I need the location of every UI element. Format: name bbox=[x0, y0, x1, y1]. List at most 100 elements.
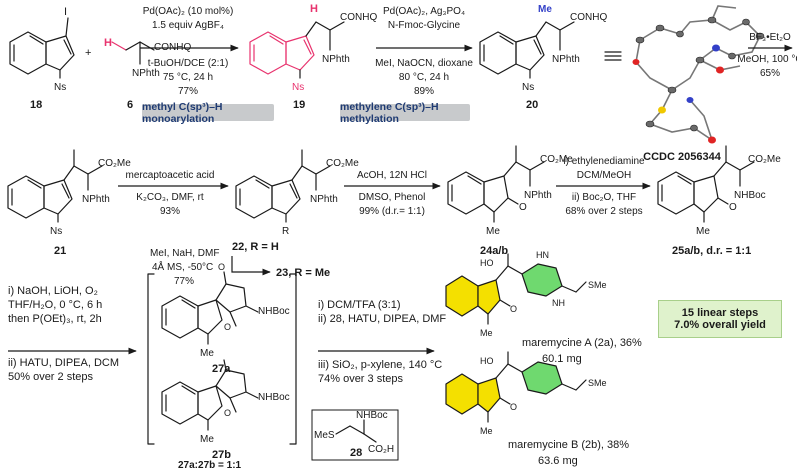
compound-24-structure: CO₂Me NPhth O Me 24a/b bbox=[447, 145, 573, 257]
me-label-20: Me bbox=[538, 4, 552, 15]
step4-line-2: K₂CO₃, DMF, rt bbox=[136, 192, 204, 203]
step9-line-2: ii) 28, HATU, DIPEA, DMF bbox=[318, 313, 447, 325]
ns-label: Ns bbox=[54, 82, 66, 93]
left-bracket bbox=[147, 273, 155, 445]
step8-line-2: THF/H₂O, 0 °C, 6 h bbox=[8, 299, 103, 311]
step7-line-4: 68% over 2 steps bbox=[565, 206, 642, 217]
o-label-25: O bbox=[729, 202, 737, 213]
compound-27a-structure: O NHBoc O Me 27a bbox=[161, 262, 290, 375]
compound-27a-label: 27a bbox=[212, 363, 231, 375]
step9-conditions: i) DCM/TFA (3:1) ii) 28, HATU, DIPEA, DM… bbox=[318, 298, 446, 326]
co2me-label-22: CO₂Me bbox=[326, 158, 359, 169]
o-label-27a: O bbox=[224, 322, 231, 332]
conhq-label-20: CONHQ bbox=[570, 12, 607, 23]
step4-line-3: 93% bbox=[160, 206, 180, 217]
step6-line-2: DMSO, Phenol bbox=[359, 192, 426, 203]
right-bracket bbox=[289, 273, 297, 445]
step1-line-2: 1.5 equiv AgBF₄ bbox=[152, 20, 224, 31]
compound-27b-label: 27b bbox=[212, 449, 231, 461]
step6-line-3: 99% (d.r.= 1:1) bbox=[359, 206, 425, 217]
ccdc-label: CCDC 2056344 bbox=[643, 151, 722, 163]
conhq-label-19: CONHQ bbox=[340, 12, 377, 23]
maremycine-b-label: maremycine B (2b), 38% bbox=[508, 439, 629, 451]
co2me-label-25: CO₂Me bbox=[748, 154, 781, 165]
step7-line-2: DCM/MeOH bbox=[577, 170, 631, 181]
me-label-b: Me bbox=[480, 426, 493, 436]
arrow-step-5 bbox=[231, 256, 271, 276]
compound-28-box bbox=[311, 409, 399, 461]
maremycine-a-structure: HO O HN NH SMe Me bbox=[445, 250, 607, 338]
nhboc-label-27a: NHBoc bbox=[258, 306, 290, 317]
me-label-24: Me bbox=[486, 226, 500, 237]
compound-20-structure: Me CONHQ NPhth Ns 20 bbox=[479, 4, 607, 111]
compound-22-structure: CO₂Me NPhth R bbox=[235, 149, 359, 237]
step9-conditions-b: iii) SiO₂, p-xylene, 140 °C 74% over 3 s… bbox=[318, 358, 442, 386]
step5-line-3: 77% bbox=[174, 276, 194, 287]
step2-highlight-label: methylene C(sp³)–H methylation bbox=[340, 101, 470, 125]
step5-line-1: MeI, NaH, DMF bbox=[150, 248, 219, 259]
summary-line-1: 15 linear steps bbox=[681, 307, 759, 319]
compound-18-structure: I Ns 18 bbox=[9, 6, 75, 111]
step9-line-1: i) DCM/TFA (3:1) bbox=[318, 299, 401, 311]
step2-line-4: 80 °C, 24 h bbox=[399, 72, 449, 83]
compound-19-label: 19 bbox=[293, 99, 305, 111]
co2h-label-28: CO₂H bbox=[368, 444, 394, 455]
step9-line-4: 74% over 3 steps bbox=[318, 373, 403, 385]
step2-line-5: 89% bbox=[414, 86, 434, 97]
nphth-label-6: NPhth bbox=[132, 68, 160, 79]
ho-label-b: HO bbox=[480, 356, 494, 366]
me-label-a: Me bbox=[480, 328, 493, 338]
step1-line-1: Pd(OAc)₂ (10 mol%) bbox=[143, 6, 234, 17]
step1-line-4: 75 °C, 24 h bbox=[163, 72, 213, 83]
r-label-22: R bbox=[282, 226, 289, 237]
ns-label-21: Ns bbox=[50, 226, 62, 237]
o-label-a: O bbox=[510, 304, 517, 314]
ns-label-20: Ns bbox=[522, 82, 534, 93]
me-label-27a: Me bbox=[200, 348, 214, 359]
h-label: H bbox=[104, 37, 112, 49]
maremycine-a-mass: 60.1 mg bbox=[542, 353, 582, 365]
me-label-25: Me bbox=[696, 226, 710, 237]
step4-line-1: mercaptoacetic acid bbox=[126, 170, 215, 181]
compound-27b-structure: NHBoc O Me 27b bbox=[161, 359, 290, 461]
step1-line-5: 77% bbox=[178, 86, 198, 97]
maremycine-b-structure: HO O SMe Me bbox=[445, 351, 607, 436]
step2-line-1: Pd(OAc)₂, Ag₃PO₄ bbox=[383, 6, 465, 17]
step7-line-1: i) ethylenediamine bbox=[563, 156, 645, 167]
step8-conditions: i) NaOH, LiOH, O₂ THF/H₂O, 0 °C, 6 h the… bbox=[8, 284, 102, 326]
compound-24-label: 24a/b bbox=[480, 245, 508, 257]
o-label-27b: O bbox=[224, 408, 231, 418]
compound-21-label: 21 bbox=[54, 245, 66, 257]
nhboc-label-28: NHBoc bbox=[356, 410, 388, 421]
compound-28-structure: MeS NHBoc CO₂H 28 bbox=[314, 410, 394, 459]
compound-21-structure: CO₂Me NPhth Ns 21 bbox=[7, 149, 131, 257]
me-label-27b: Me bbox=[200, 434, 214, 445]
ho-label-a: HO bbox=[480, 258, 494, 268]
step8-conditions-b: ii) HATU, DIPEA, DCM 50% over 2 steps bbox=[8, 356, 119, 384]
nphth-label-20: NPhth bbox=[552, 54, 580, 65]
step9-line-3: iii) SiO₂, p-xylene, 140 °C bbox=[318, 359, 443, 371]
o-label-b: O bbox=[510, 402, 517, 412]
compound-6-label: 6 bbox=[127, 99, 133, 111]
step8-line-3: then P(OEt)₃, rt, 2h bbox=[8, 313, 102, 325]
summary-line-2: 7.0% overall yield bbox=[674, 319, 766, 331]
equivalence-sign bbox=[604, 51, 622, 61]
step3-line-2: MeOH, 100 °C bbox=[737, 54, 797, 65]
step3-line-1: BF₃•Et₂O bbox=[749, 32, 791, 43]
sme-label-b: SMe bbox=[588, 378, 607, 388]
iodo-label: I bbox=[64, 6, 67, 18]
compound-25-structure: CO₂Me NHBoc O Me 25a/b, d.r. = 1:1 bbox=[657, 145, 781, 257]
step6-line-1: AcOH, 12N HCl bbox=[357, 170, 427, 181]
ratio-label: 27a:27b = 1:1 bbox=[178, 460, 242, 471]
nphth-label-24: NPhth bbox=[524, 190, 552, 201]
step3-line-3: 65% bbox=[760, 68, 780, 79]
compound-20-label: 20 bbox=[526, 99, 538, 111]
h-label-19: H bbox=[310, 3, 318, 15]
hn-label-a: HN bbox=[536, 250, 549, 260]
compound-22-label: 22, R = H bbox=[232, 241, 279, 253]
nhboc-label-27b: NHBoc bbox=[258, 392, 290, 403]
nhboc-label-25: NHBoc bbox=[734, 190, 766, 201]
o-label-27a-top: O bbox=[218, 262, 225, 272]
maremycine-b-mass: 63.6 mg bbox=[538, 455, 578, 467]
